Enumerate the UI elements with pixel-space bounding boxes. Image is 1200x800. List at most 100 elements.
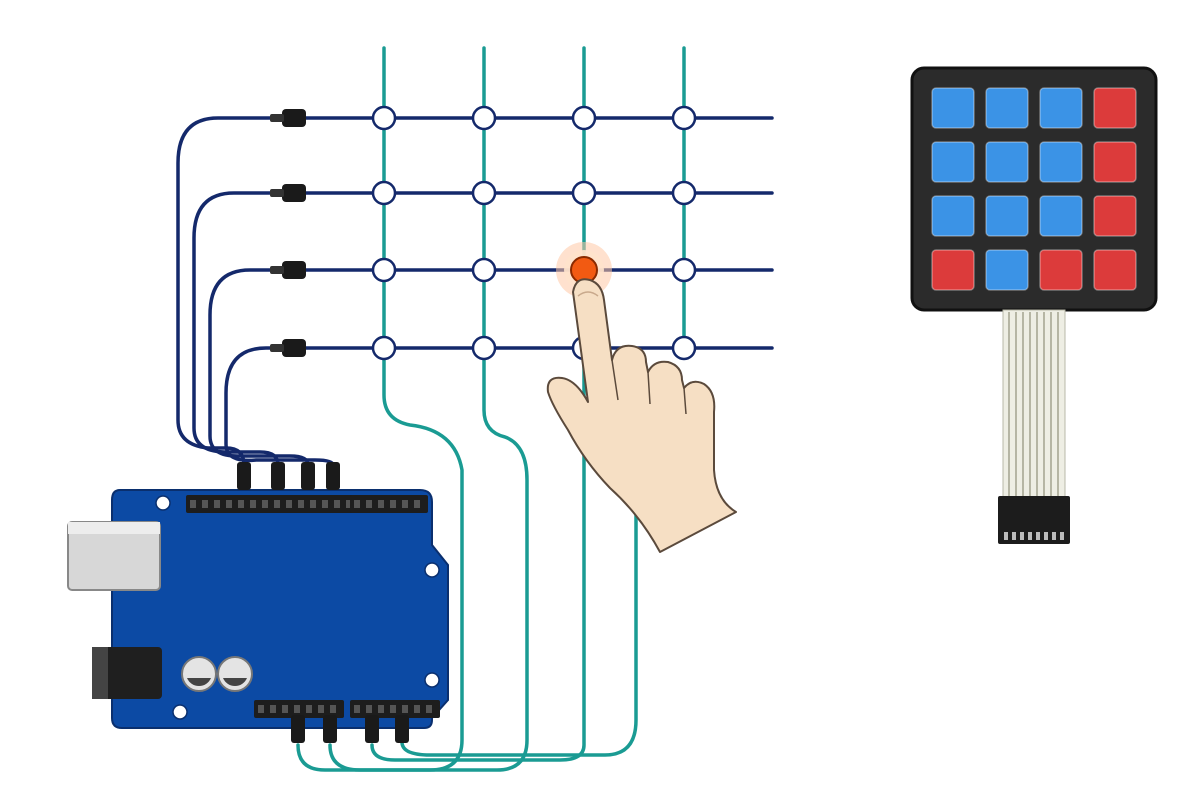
matrix-node (671, 180, 697, 206)
matrix-nodes (371, 105, 697, 361)
header-pin (286, 500, 292, 508)
header-pin (202, 500, 208, 508)
keypad-key-r4c4 (1093, 249, 1137, 291)
header-pin (414, 705, 420, 713)
connector-pin (1060, 532, 1064, 540)
row-connector-tip-4 (270, 344, 284, 352)
mounting-hole (172, 704, 188, 720)
header-pin (426, 705, 432, 713)
matrix-node (371, 105, 397, 131)
column-pin-plug-3 (365, 715, 379, 743)
header-pin (298, 500, 304, 508)
finger-crease (683, 387, 687, 415)
row-cable-3 (208, 268, 310, 467)
header-pin (334, 500, 340, 508)
connector-pin (1028, 532, 1032, 540)
row-connector-2 (282, 184, 306, 202)
digital-header-right (350, 495, 428, 513)
keypad-key-r1c1 (931, 87, 975, 129)
capacitor-stripe (223, 678, 247, 686)
header-pin (414, 500, 420, 508)
matrix-node (371, 257, 397, 283)
row-pin-plug-2 (271, 462, 285, 490)
row-connector-tip-1 (270, 114, 284, 122)
header-pin (378, 500, 384, 508)
header-pin (322, 500, 328, 508)
mounting-hole (424, 672, 440, 688)
matrix-node (471, 335, 497, 361)
hand-shape (546, 278, 737, 553)
column-wire-1 (296, 46, 464, 772)
power-jack-side (92, 647, 108, 699)
row-pin-plug-1 (237, 462, 251, 490)
usb-port-highlight (68, 522, 160, 534)
keypad-key-r3c2 (985, 195, 1029, 237)
header-pin (354, 705, 360, 713)
header-pin (390, 705, 396, 713)
ribbon-cable (1002, 309, 1066, 501)
power-jack (92, 647, 162, 699)
connector-pin (1036, 532, 1040, 540)
digital-header-left (186, 495, 360, 513)
keypad-key-r4c2 (985, 249, 1029, 291)
keypad-connector (998, 496, 1070, 544)
row-cable-2 (192, 191, 280, 467)
matrix-node (471, 180, 497, 206)
column-wire-2 (328, 46, 529, 772)
connector-pin (1012, 532, 1016, 540)
keypad-key-r2c4 (1093, 141, 1137, 183)
keypad-key-r4c3 (1039, 249, 1083, 291)
connector-pin (1044, 532, 1048, 540)
connector-pin (1004, 532, 1008, 540)
microcontroller-board-icon (67, 462, 449, 743)
row-connector-4 (282, 339, 306, 357)
matrix-node (671, 335, 697, 361)
header-pin (346, 500, 352, 508)
row-cable-4 (224, 346, 335, 467)
capacitor-stripe (187, 678, 211, 686)
keypad-key-r4c1 (931, 249, 975, 291)
matrix-node (571, 105, 597, 131)
fingernail (577, 291, 599, 297)
header-pin (402, 705, 408, 713)
header-pin (354, 500, 360, 508)
row-connector-1 (282, 109, 306, 127)
keypad-key-r3c4 (1093, 195, 1137, 237)
header-pin (214, 500, 220, 508)
matrix-node (671, 105, 697, 131)
header-pin (366, 705, 372, 713)
finger-crease (647, 371, 651, 405)
column-pin-plug-1 (291, 715, 305, 743)
column-pin-plug-2 (323, 715, 337, 743)
pointing-hand-icon (546, 278, 737, 553)
row-connector-3 (282, 261, 306, 279)
header-pin (310, 500, 316, 508)
keypad-key-r1c2 (985, 87, 1029, 129)
mounting-hole (155, 495, 171, 511)
connector-pin (1020, 532, 1024, 540)
row-connector-tip-2 (270, 189, 284, 197)
keypad-key-r3c3 (1039, 195, 1083, 237)
keypad-key-r2c3 (1039, 141, 1083, 183)
matrix-node (671, 257, 697, 283)
board-body (111, 489, 449, 729)
column-pin-plug-4 (395, 715, 409, 743)
keypad-key-r1c4 (1093, 87, 1137, 129)
column-wire-3 (370, 46, 586, 762)
keypad-key-r3c1 (931, 195, 975, 237)
row-pin-plug-4 (326, 462, 340, 490)
header-pin (270, 705, 276, 713)
header-pin (390, 500, 396, 508)
header-pin (238, 500, 244, 508)
header-pin (274, 500, 280, 508)
keypad-key-r2c1 (931, 141, 975, 183)
connector-pin (1052, 532, 1056, 540)
matrix-node (471, 257, 497, 283)
row-connector-tip-3 (270, 266, 284, 274)
header-pin (250, 500, 256, 508)
finger-crease (611, 359, 619, 401)
row-pin-plug-3 (301, 462, 315, 490)
column-wires (296, 46, 686, 772)
header-pin (282, 705, 288, 713)
